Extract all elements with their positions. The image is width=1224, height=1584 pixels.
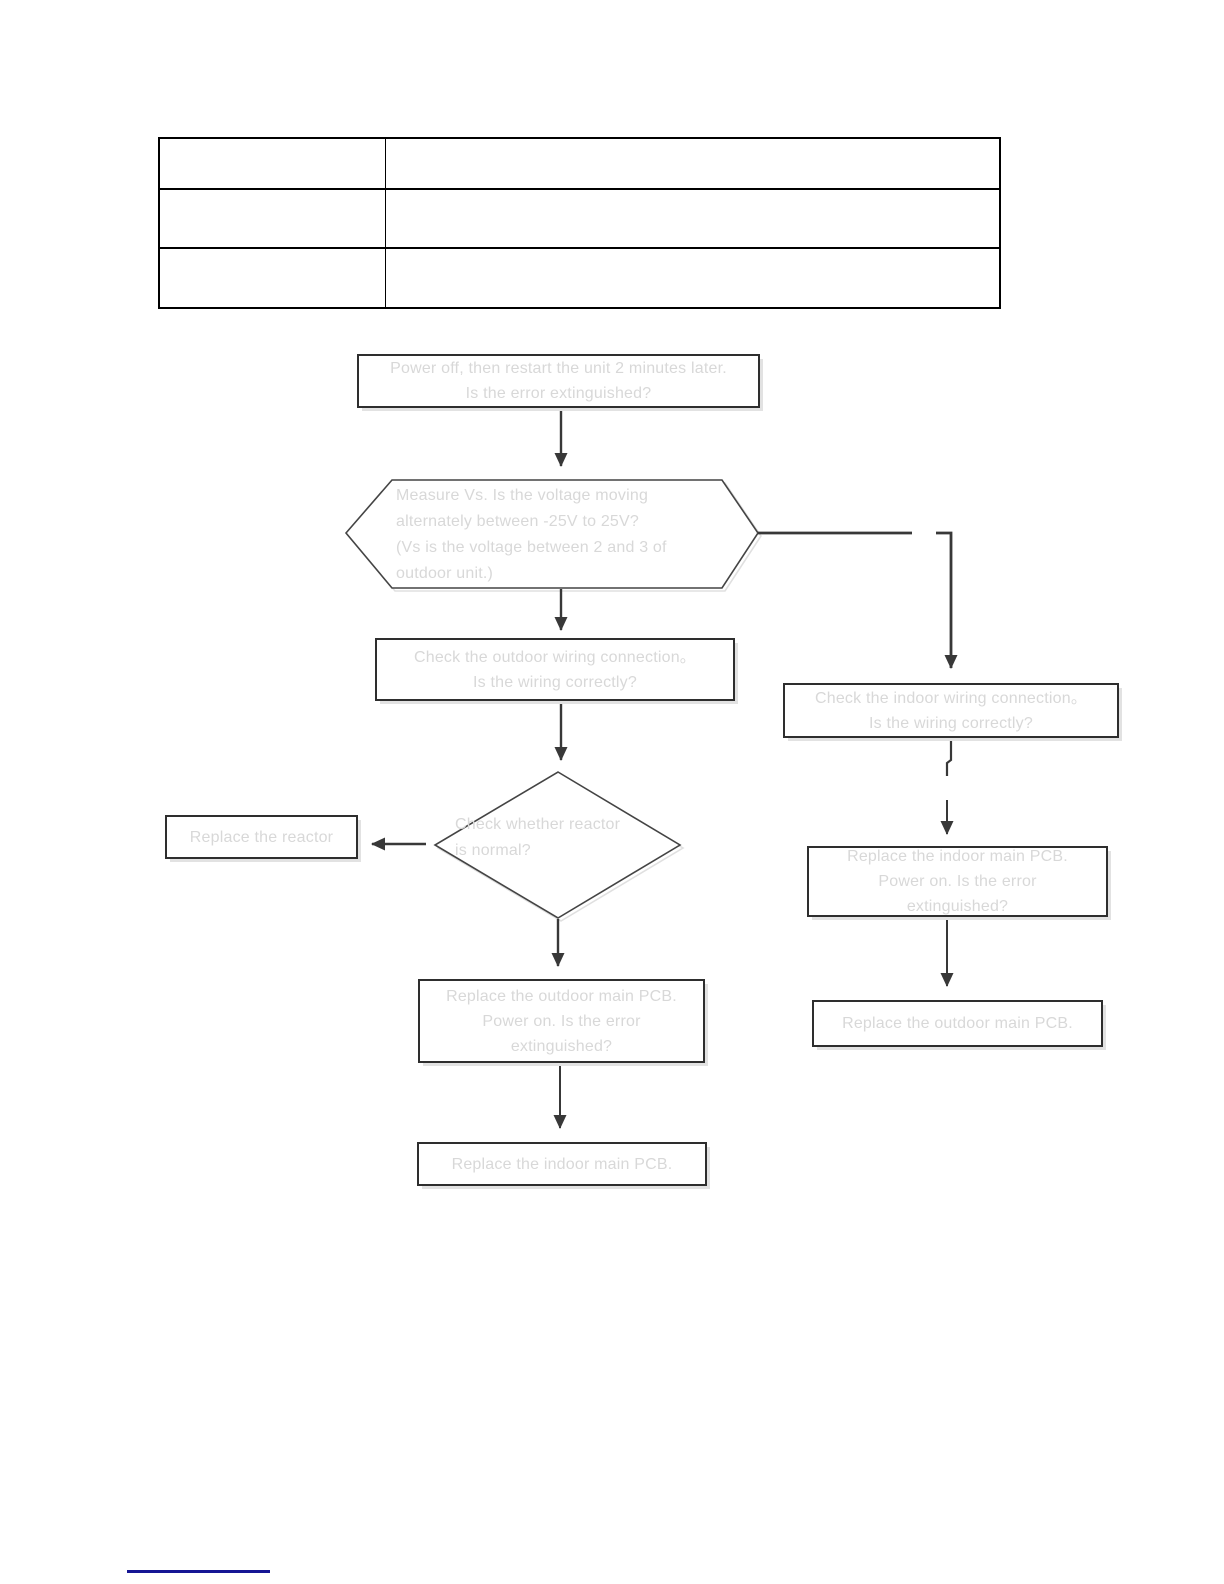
flow-box-replace-outdoor-pcb: Replace the outdoor main PCB. <box>812 1000 1103 1047</box>
diamond-text: Check whether reactor is normal? <box>455 816 621 859</box>
table-cell <box>386 190 999 249</box>
table-cell <box>160 190 386 249</box>
flow-box-replace-reactor: Replace the reactor <box>165 815 358 859</box>
flow-box-replace-outdoor-pcb-power: Replace the outdoor main PCB. Power on. … <box>418 979 705 1063</box>
table-cell <box>386 249 999 307</box>
flow-box-outdoor-wiring: Check the outdoor wiring connection。 Is … <box>375 638 735 701</box>
arrow-branch-down-to-indoor-wiring <box>936 531 958 669</box>
flow-box-replace-indoor-pcb: Replace the indoor main PCB. <box>417 1142 707 1186</box>
table-cell <box>160 139 386 190</box>
flow-box-replace-indoor-pcb-power: Replace the indoor main PCB. Power on. I… <box>807 846 1108 917</box>
info-table <box>158 137 1001 309</box>
line-indoor-wiring-stub <box>945 738 953 776</box>
hexagon-text: Measure Vs. Is the voltage moving altern… <box>396 487 667 582</box>
decision-diamond-shape <box>433 771 682 919</box>
footer-rule <box>127 1570 270 1573</box>
flow-box-restart: Power off, then restart the unit 2 minut… <box>357 354 760 408</box>
table-cell <box>386 139 999 190</box>
table-cell <box>160 249 386 307</box>
flow-box-indoor-wiring: Check the indoor wiring connection。 Is t… <box>783 683 1119 738</box>
